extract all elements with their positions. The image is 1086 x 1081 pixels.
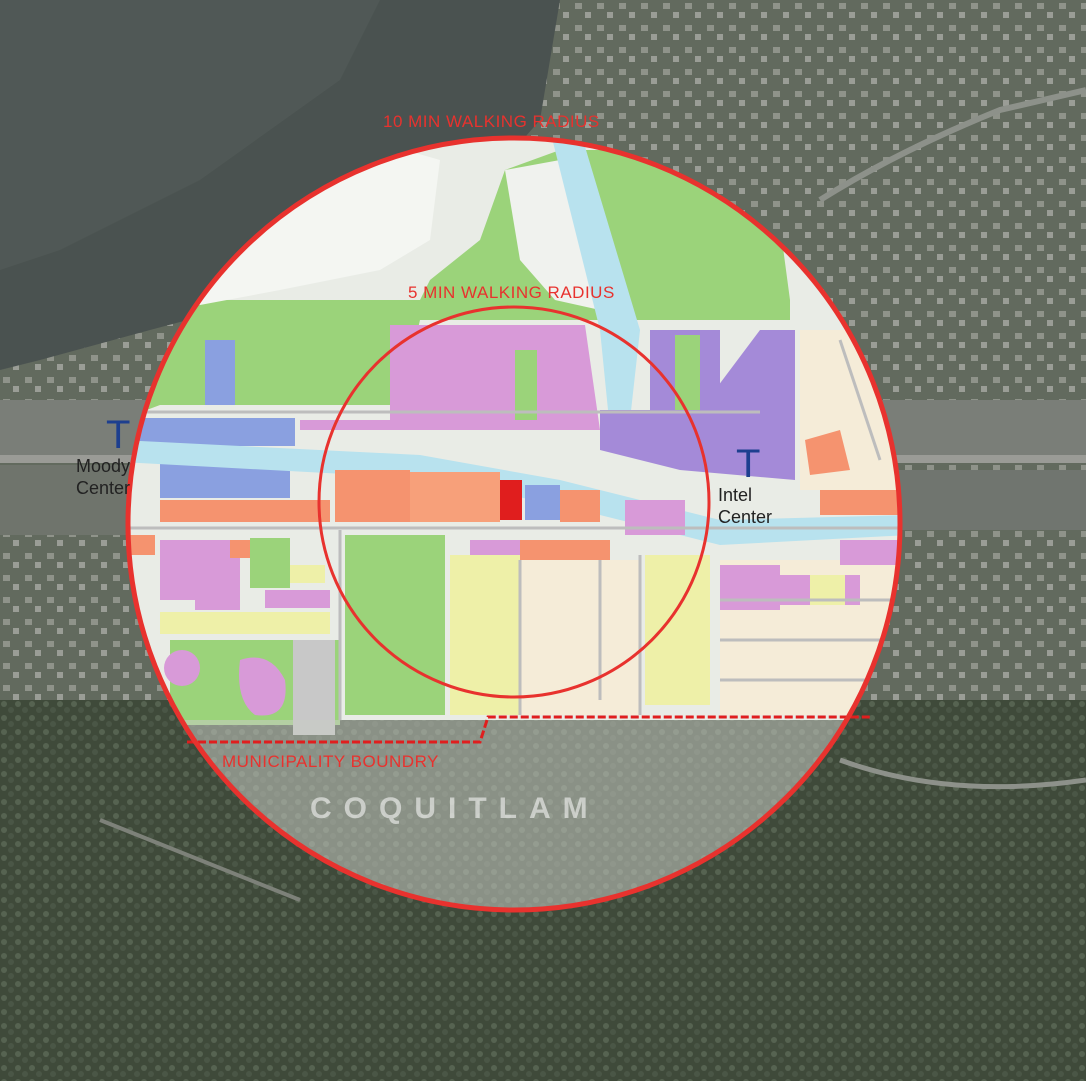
coquitlam-area-label: COQUITLAM <box>310 792 600 825</box>
station-name-line1: Intel <box>718 485 753 505</box>
station-intel-center: T Intel Center <box>718 444 772 528</box>
five-minute-walking-radius <box>317 305 711 699</box>
transit-station-icon: T <box>736 442 761 486</box>
ten-minute-walking-radius <box>125 135 903 913</box>
station-name-line2: Center <box>76 478 131 498</box>
station-moody-center: T Moody Center <box>76 415 130 499</box>
municipality-boundary-label: MUNICIPALITY BOUNDRY <box>222 752 439 771</box>
industrial-zone <box>600 330 795 480</box>
five-minute-radius-label: 5 MIN WALKING RADIUS <box>408 283 615 302</box>
transit-station-icon: T <box>106 413 131 457</box>
municipality-boundary-line <box>187 715 870 744</box>
creek <box>550 138 640 430</box>
park-zone <box>128 150 790 420</box>
station-name-line2: Center <box>718 507 773 527</box>
station-name-line1: Moody <box>76 456 131 476</box>
ten-minute-radius-label: 10 MIN WALKING RADIUS <box>383 112 600 131</box>
